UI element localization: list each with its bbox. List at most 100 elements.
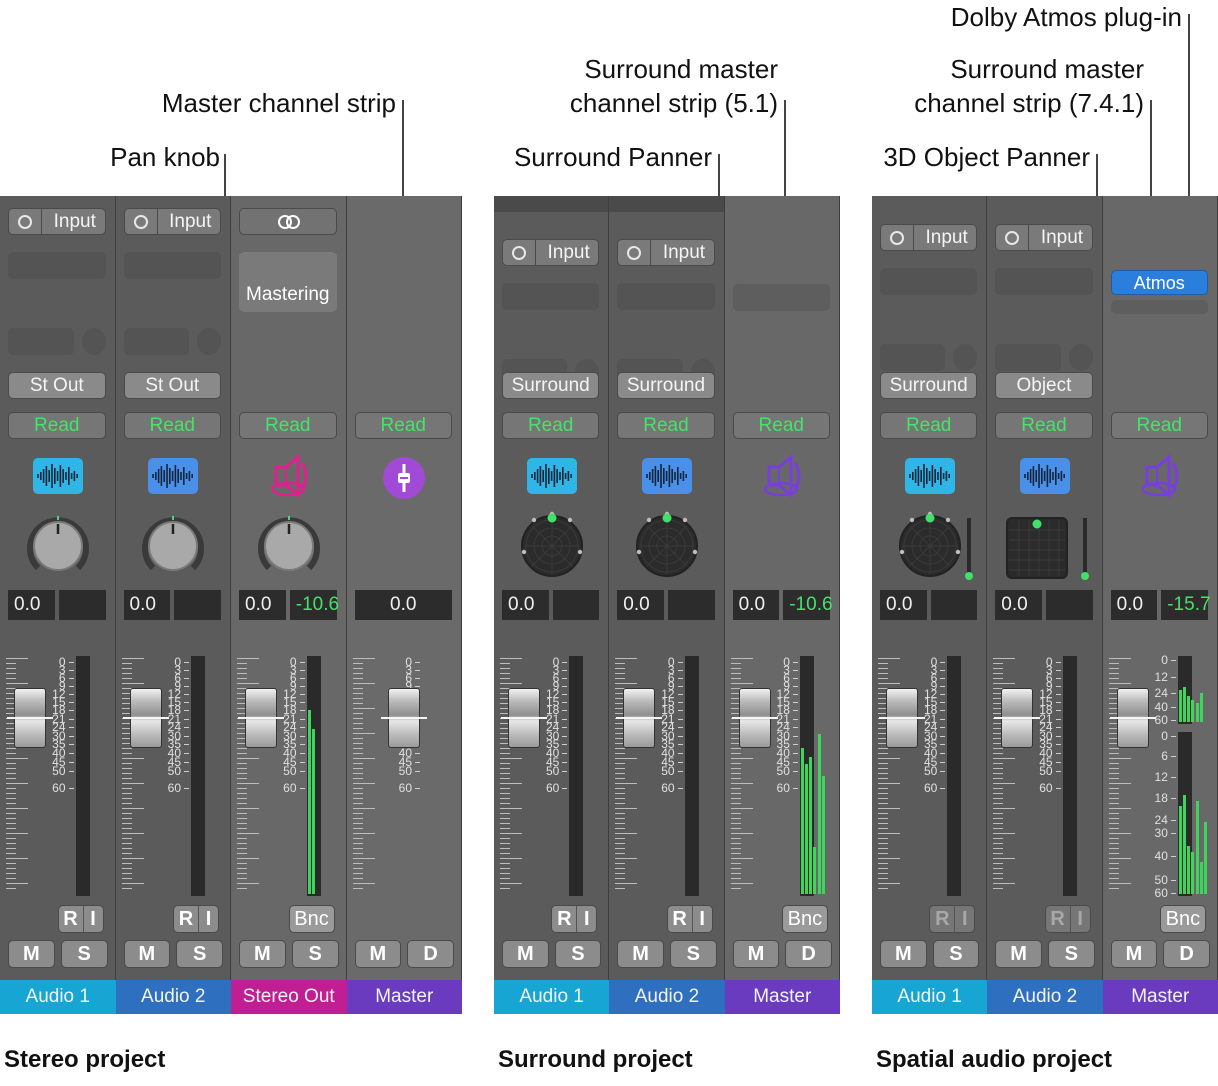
track-name[interactable]: Audio 2 <box>987 980 1103 1014</box>
surround-panner[interactable] <box>631 506 703 578</box>
record-enable-button[interactable]: R <box>557 908 572 930</box>
input-monitoring-button[interactable]: I <box>691 906 712 932</box>
automation-read-button[interactable]: Read <box>995 412 1093 439</box>
audio-fx-slot[interactable] <box>995 268 1093 295</box>
pan-depth-slider[interactable] <box>1082 518 1087 576</box>
mute-button[interactable]: M <box>8 940 55 968</box>
track-name[interactable]: Master <box>1102 980 1218 1014</box>
object-panner[interactable] <box>1005 516 1069 580</box>
volume-fader[interactable] <box>7 688 53 748</box>
solo-button[interactable]: S <box>932 940 980 968</box>
input-monitor-button[interactable]: Input <box>8 208 106 235</box>
dim-button[interactable]: D <box>1163 940 1210 968</box>
automation-read-button[interactable]: Read <box>617 412 715 439</box>
surround-panner[interactable] <box>516 506 588 578</box>
volume-fader[interactable] <box>501 688 547 748</box>
send-slot[interactable] <box>123 328 189 355</box>
output-button[interactable]: Surround <box>502 372 600 399</box>
pan-knob[interactable] <box>257 514 321 578</box>
audio-fx-slot[interactable] <box>502 283 600 310</box>
volume-fader[interactable] <box>381 688 428 748</box>
input-monitoring-button[interactable]: I <box>82 906 103 932</box>
mute-button[interactable]: M <box>880 940 927 968</box>
mute-button[interactable]: M <box>732 940 780 968</box>
volume-fader[interactable] <box>994 688 1041 748</box>
track-name[interactable]: Stereo Out <box>231 980 347 1014</box>
send-level-knob[interactable] <box>197 328 221 355</box>
mastering-slot[interactable]: Mastering <box>239 252 337 312</box>
surround-panner[interactable] <box>894 506 966 578</box>
dim-button[interactable]: D <box>407 940 454 968</box>
input-monitor-button[interactable]: Input <box>502 239 600 266</box>
link-button[interactable] <box>239 208 337 235</box>
output-button[interactable]: Object <box>995 372 1093 399</box>
input-monitor-button[interactable]: Input <box>617 239 715 266</box>
bounce-button[interactable]: Bnc <box>288 905 335 933</box>
pan-depth-slider[interactable] <box>967 518 972 576</box>
pan-knob[interactable] <box>141 514 205 578</box>
record-enable-button[interactable]: R <box>935 908 950 930</box>
input-monitor-button[interactable]: Input <box>123 208 221 235</box>
input-monitor-button[interactable]: Input <box>995 224 1093 251</box>
automation-read-button[interactable]: Read <box>123 412 221 439</box>
input-monitoring-button[interactable]: I <box>1069 906 1090 932</box>
mute-button[interactable]: M <box>1110 940 1158 968</box>
audio-fx-slot[interactable] <box>880 268 978 295</box>
audio-fx-slot[interactable] <box>732 284 830 311</box>
audio-fx-slot-2[interactable] <box>1110 300 1208 314</box>
automation-read-button[interactable]: Read <box>732 412 830 439</box>
record-enable-button[interactable]: R <box>63 908 78 930</box>
dolby-atmos-plugin[interactable]: Atmos <box>1110 270 1208 295</box>
send-level-knob[interactable] <box>1068 344 1093 371</box>
automation-read-button[interactable]: Read <box>8 412 106 439</box>
solo-button[interactable]: S <box>176 940 223 968</box>
mute-button[interactable]: M <box>123 940 171 968</box>
solo-button[interactable]: S <box>60 940 108 968</box>
solo-button[interactable]: S <box>291 940 339 968</box>
mute-button[interactable]: M <box>502 940 549 968</box>
send-level-knob[interactable] <box>81 328 106 355</box>
input-monitoring-button[interactable]: I <box>954 906 974 932</box>
track-name[interactable]: Audio 2 <box>115 980 231 1014</box>
input-monitor-button[interactable]: Input <box>880 224 978 251</box>
send-slot[interactable] <box>995 344 1061 371</box>
volume-fader[interactable] <box>879 688 925 748</box>
audio-fx-slot[interactable] <box>123 252 221 279</box>
record-enable-button[interactable]: R <box>672 908 687 930</box>
audio-fx-slot[interactable] <box>8 252 106 279</box>
record-enable-button[interactable]: R <box>1050 908 1065 930</box>
track-name[interactable]: Master <box>346 980 462 1014</box>
mute-button[interactable]: M <box>239 940 286 968</box>
bounce-button[interactable]: Bnc <box>1159 905 1206 933</box>
mute-button[interactable]: M <box>617 940 664 968</box>
automation-read-button[interactable]: Read <box>880 412 978 439</box>
volume-fader[interactable] <box>122 688 169 748</box>
track-name[interactable]: Audio 1 <box>872 980 988 1014</box>
pan-knob[interactable] <box>26 514 90 578</box>
pan-depth-handle[interactable] <box>965 572 974 580</box>
output-button[interactable]: Surround <box>880 372 978 399</box>
mute-button[interactable]: M <box>354 940 402 968</box>
volume-fader[interactable] <box>731 688 778 748</box>
track-name[interactable]: Audio 1 <box>494 980 610 1014</box>
automation-read-button[interactable]: Read <box>239 412 337 439</box>
input-monitoring-button[interactable]: I <box>198 906 218 932</box>
record-enable-button[interactable]: R <box>178 908 194 930</box>
automation-read-button[interactable]: Read <box>354 412 452 439</box>
volume-fader[interactable] <box>1109 688 1156 748</box>
input-monitoring-button[interactable]: I <box>576 906 596 932</box>
automation-read-button[interactable]: Read <box>1110 412 1208 439</box>
mute-button[interactable]: M <box>995 940 1042 968</box>
output-button[interactable]: St Out <box>123 372 221 399</box>
bounce-button[interactable]: Bnc <box>781 905 828 933</box>
track-name[interactable]: Audio 2 <box>609 980 725 1014</box>
track-name[interactable]: Audio 1 <box>0 980 116 1014</box>
send-slot[interactable] <box>880 344 946 371</box>
dim-button[interactable]: D <box>785 940 832 968</box>
send-level-knob[interactable] <box>953 344 978 371</box>
track-name[interactable]: Master <box>724 980 840 1014</box>
send-slot[interactable] <box>8 328 74 355</box>
